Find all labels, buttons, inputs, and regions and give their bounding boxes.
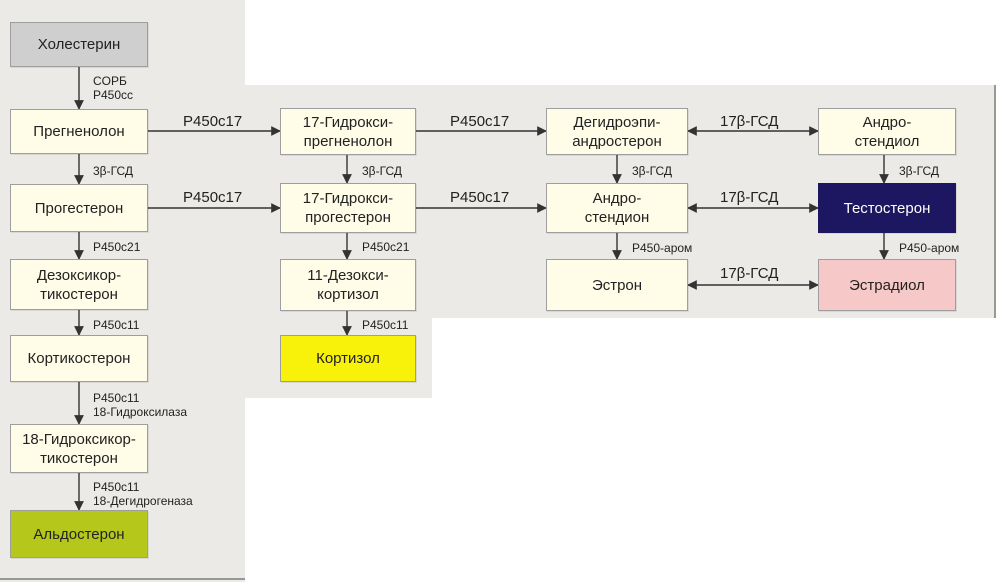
node-label: 18-Гидроксикор- тикостерон <box>22 430 136 467</box>
enzyme-label-p450c11: P450c11 <box>93 318 140 332</box>
node-cortisol: Кортизол <box>280 335 416 382</box>
node-18-hydroxycorticosterone: 18-Гидроксикор- тикостерон <box>10 424 148 473</box>
enzyme-label-p450c17: P450c17 <box>450 113 510 130</box>
enzyme-label-p450-arom: P450-аром <box>632 241 693 255</box>
node-17-hydroxyprogesterone: 17-Гидрокси- прогестерон <box>280 183 416 233</box>
node-label: Прогестерон <box>34 199 124 217</box>
panel-edge-bottom <box>0 578 245 580</box>
enzyme-label-p450c11: P450c11 <box>362 318 409 332</box>
enzyme-label-3b-hsd: 3β-ГСД <box>362 164 403 178</box>
node-cholesterol: Холестерин <box>10 22 148 67</box>
node-estradiol: Эстрадиол <box>818 259 956 311</box>
panel-edge-right <box>994 85 996 318</box>
node-pregnenolone: Прегненолон <box>10 109 148 154</box>
node-androstenediol: Андро- стендиол <box>818 108 956 155</box>
enzyme-label-scc: COPБ P450cc <box>93 74 134 102</box>
node-label: Кортизол <box>316 350 380 367</box>
node-label: Эстрадиол <box>849 276 925 294</box>
node-corticosterone: Кортикостерон <box>10 335 148 382</box>
node-11-deoxycortisol: 11-Дезокси- кортизол <box>280 259 416 311</box>
enzyme-label-p450-arom: P450-аром <box>899 241 960 255</box>
enzyme-label-17b-hsd: 17β-ГСД <box>720 265 779 282</box>
node-aldosterone: Альдостерон <box>10 510 148 558</box>
enzyme-label-17b-hsd: 17β-ГСД <box>720 189 779 206</box>
node-label: Андро- стендиол <box>854 113 920 150</box>
enzyme-label-3b-hsd: 3β-ГСД <box>899 164 940 178</box>
enzyme-label-18-dehydrogenase: P450c11 18-Дегидрогеназа <box>93 480 193 508</box>
node-deoxycorticosterone: Дезоксикор- тикостерон <box>10 259 148 310</box>
node-testosterone: Тестостерон <box>818 183 956 233</box>
node-label: Дегидроэпи- андростерон <box>572 113 662 150</box>
node-label: Альдостерон <box>33 525 125 543</box>
enzyme-label-p450c17: P450c17 <box>450 189 510 206</box>
node-dehydroepiandrosterone: Дегидроэпи- андростерон <box>546 108 688 155</box>
enzyme-label-17b-hsd: 17β-ГСД <box>720 113 779 130</box>
node-label: Холестерин <box>37 36 121 53</box>
enzyme-label-3b-hsd: 3β-ГСД <box>632 164 673 178</box>
enzyme-label-p450c21: P450c21 <box>93 240 141 254</box>
node-label: Андро- стендион <box>584 190 650 226</box>
node-label: Дезоксикор- тикостерон <box>36 266 122 303</box>
node-progesterone: Прогестерон <box>10 184 148 232</box>
node-label: 11-Дезокси- кортизол <box>307 267 389 303</box>
enzyme-label-3b-hsd: 3β-ГСД <box>93 164 134 178</box>
node-label: Тестостерон <box>843 199 931 217</box>
node-estrone: Эстрон <box>546 259 688 311</box>
enzyme-label-p450c21: P450c21 <box>362 240 410 254</box>
enzyme-label-18-hydroxylase: P450c11 18-Гидроксилаза <box>93 391 188 419</box>
node-label: 17-Гидрокси- прогестерон <box>302 190 394 226</box>
node-label: Кортикостерон <box>27 350 131 367</box>
enzyme-label-p450c17: P450c17 <box>183 113 243 130</box>
node-androstenedione: Андро- стендион <box>546 183 688 233</box>
node-17-hydroxypregnenolone: 17-Гидрокси- прегненолон <box>280 108 416 155</box>
node-label: Прегненолон <box>33 123 125 140</box>
enzyme-label-p450c17: P450c17 <box>183 189 243 206</box>
node-label: 17-Гидрокси- прегненолон <box>302 113 394 150</box>
node-label: Эстрон <box>591 276 643 294</box>
